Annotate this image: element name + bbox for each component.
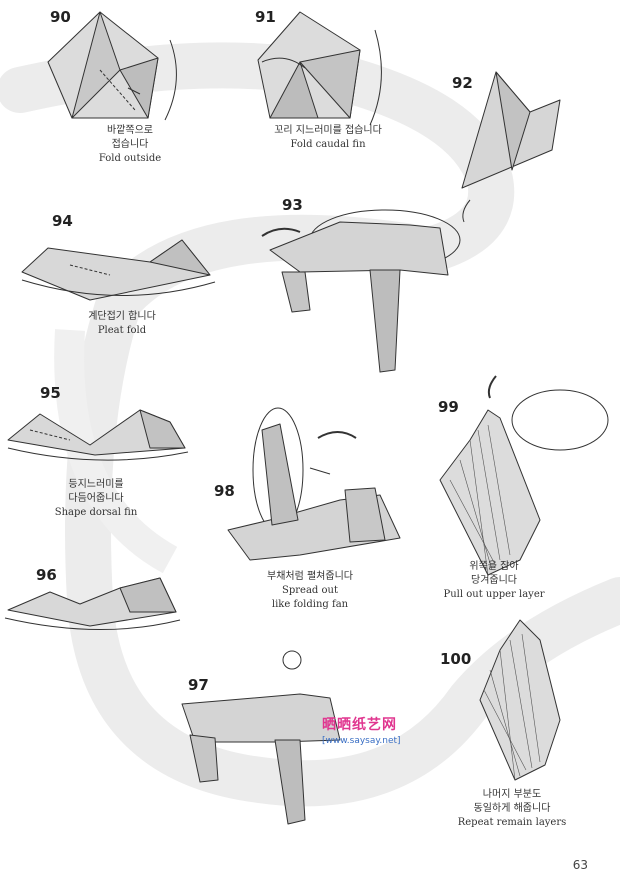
caption-en-line: Shape dorsal fin bbox=[54, 507, 138, 518]
caption-step-100: 나머지 부분도 동일하게 해줍니다 Repeat remain layers bbox=[458, 788, 567, 830]
caption-ko-line: 바깥쪽으로 bbox=[106, 125, 153, 136]
caption-ko-line: 위쪽을 잡아 bbox=[469, 561, 519, 572]
caption-ko-line: 나머지 부분도 bbox=[482, 789, 542, 800]
caption-en-line: Repeat remain layers bbox=[457, 817, 567, 828]
step-number-96: 96 bbox=[36, 566, 57, 584]
step-number-95: 95 bbox=[40, 384, 61, 402]
diagram-step-94 bbox=[21, 239, 216, 301]
diagram-step-96 bbox=[4, 577, 181, 630]
diagram-step-99 bbox=[439, 375, 609, 576]
caption-step-95: 등지느러미를 다듬어줍니다 Shape dorsal fin bbox=[55, 478, 138, 520]
caption-en-line: like folding fan bbox=[271, 599, 349, 610]
step-number-94: 94 bbox=[52, 212, 73, 230]
step-number-91: 91 bbox=[255, 8, 276, 26]
caption-ko-line: 당겨줍니다 bbox=[471, 575, 517, 586]
caption-ko-line: 부채처럼 펼쳐줍니다 bbox=[267, 571, 353, 582]
caption-step-91: 꼬리 지느러미를 접습니다 Fold caudal fin bbox=[274, 124, 382, 152]
caption-ko-line: 꼬리 지느러미를 접습니다 bbox=[274, 125, 382, 136]
diagram-step-100 bbox=[479, 619, 561, 781]
caption-step-98: 부채처럼 펼쳐줍니다 Spread out like folding fan bbox=[267, 570, 353, 612]
caption-en-line: Fold caudal fin bbox=[290, 139, 366, 150]
step-number-93: 93 bbox=[282, 196, 303, 214]
diagram-step-92 bbox=[461, 71, 561, 223]
diagram-step-91 bbox=[257, 11, 382, 126]
watermark-url: [www.saysay.net] bbox=[322, 736, 401, 746]
caption-en-line: Pleat fold bbox=[97, 325, 147, 336]
step-number-90: 90 bbox=[50, 8, 71, 26]
watermark: 晒晒纸艺网 [www.saysay.net] bbox=[322, 714, 401, 746]
caption-ko-line: 다듬어줍니다 bbox=[68, 493, 124, 504]
caption-step-90: 바깥쪽으로 접습니다 Fold outside bbox=[99, 124, 161, 166]
diagram-step-90 bbox=[47, 11, 177, 121]
step-number-100: 100 bbox=[440, 650, 472, 668]
caption-ko-line: 계단접기 합니다 bbox=[88, 311, 156, 322]
step-number-98: 98 bbox=[214, 482, 235, 500]
caption-en-line: Spread out bbox=[282, 585, 338, 596]
diagram-step-98 bbox=[227, 407, 401, 561]
step-number-92: 92 bbox=[452, 74, 473, 92]
watermark-title: 晒晒纸艺网 bbox=[322, 717, 397, 733]
step-number-99: 99 bbox=[438, 398, 459, 416]
caption-en-line: Pull out upper layer bbox=[443, 589, 545, 600]
caption-step-94: 계단접기 합니다 Pleat fold bbox=[88, 310, 156, 338]
diagram-step-97 bbox=[181, 650, 341, 825]
caption-ko-line: 동일하게 해줍니다 bbox=[473, 803, 551, 814]
caption-step-99: 위쪽을 잡아 당겨줍니다 Pull out upper layer bbox=[443, 560, 544, 602]
step-number-97: 97 bbox=[188, 676, 209, 694]
page-number: 63 bbox=[572, 858, 588, 872]
caption-ko-line: 접습니다 bbox=[111, 139, 149, 150]
caption-en-line: Fold outside bbox=[98, 153, 162, 164]
diagram-step-95 bbox=[7, 409, 189, 461]
diagram-step-93 bbox=[261, 209, 461, 373]
caption-ko-line: 등지느러미를 bbox=[68, 479, 124, 490]
